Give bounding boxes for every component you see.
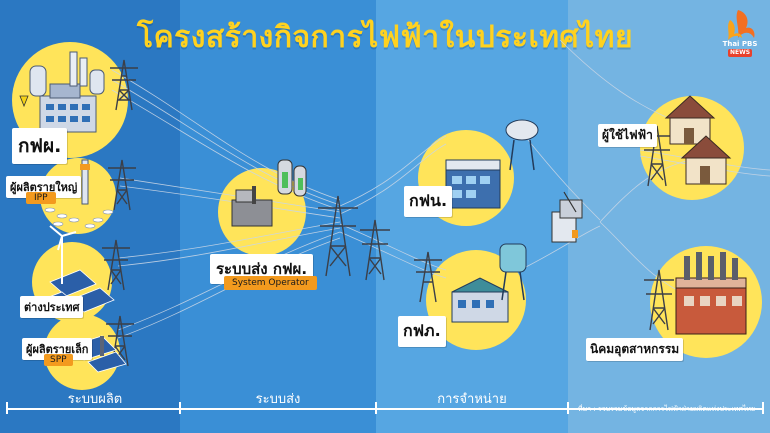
logo-wordmark: Thai PBS (722, 40, 758, 48)
egat-label: กฟผ. (12, 128, 68, 164)
industry-label: นิคมอุตสาหกรรม (586, 338, 684, 361)
section-generation: ระบบผลิต (67, 392, 123, 407)
grid-operator-tag: System Operator (224, 276, 317, 290)
thaipbs-logo-icon (728, 10, 755, 40)
axis-tick (375, 402, 377, 414)
timeline-axis (6, 408, 764, 410)
substation-icon (231, 159, 307, 227)
pea-label: กฟภ. (398, 316, 446, 347)
section-transmission: ระบบส่ง (255, 392, 301, 407)
axis-tick (567, 402, 569, 414)
spp-tag: SPP (44, 354, 73, 366)
ipp-label: ผู้ผลิตรายใหญ่ (6, 176, 82, 198)
power-plant-icon (19, 51, 105, 133)
house-icon (664, 95, 732, 185)
page-title: โครงสร้างกิจการไฟฟ้าในประเทศไทย (136, 20, 634, 55)
consumer-label: ผู้ใช้ไฟฟ้า (598, 124, 657, 147)
solar-tower-icon (44, 159, 114, 229)
axis-tick (6, 402, 8, 414)
transmission-towers (102, 59, 674, 367)
mea-label: กฟน. (404, 186, 453, 217)
spp-label: ผู้ผลิตรายเล็ก (22, 338, 93, 360)
ipp-tag: IPP (26, 192, 56, 204)
source-note: ที่มา : รวบรวมข้อมูลจากการไฟฟ้าฝ่ายผลิตแ… (578, 405, 756, 413)
axis-tick (179, 402, 181, 414)
pea-building-icon (451, 243, 527, 323)
axis-tick (762, 402, 764, 414)
section-distribution: การจำหน่าย (437, 392, 507, 407)
mea-building-icon (445, 119, 539, 209)
foreign-label: ต่างประเทศ (20, 296, 84, 318)
transformer-icon (551, 191, 583, 243)
factory-icon (675, 252, 747, 335)
logo-news-tag: NEWS (728, 49, 752, 57)
